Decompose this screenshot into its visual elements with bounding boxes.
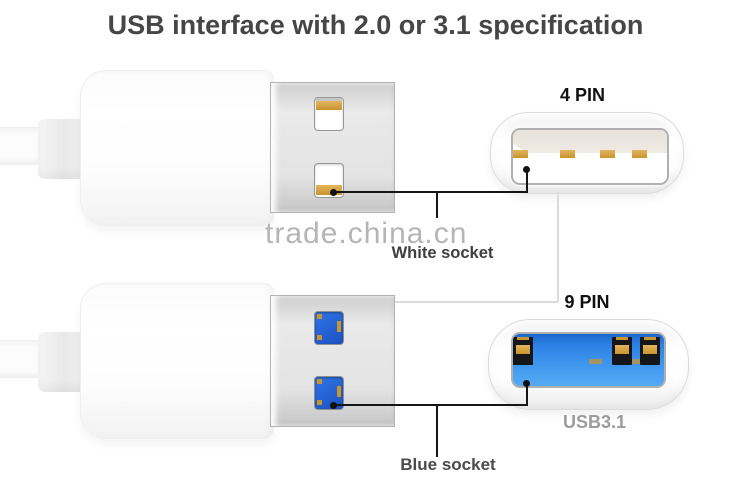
nine-pin-gold-pad	[589, 359, 602, 364]
usb2-cable	[0, 127, 44, 165]
watermark-text: trade.china.cn	[265, 217, 468, 250]
blue-socket-callout-line-branch	[436, 404, 438, 457]
blue-socket-callout-line-to-socket	[526, 383, 528, 406]
nine-pin-contact-module	[513, 337, 533, 365]
usb31-spec-label: USB3.1	[562, 412, 627, 432]
nine-pin-socket-opening	[511, 332, 666, 388]
four-pin-gold-contact	[513, 150, 528, 158]
faint-leader-line-vertical	[557, 192, 559, 302]
usb2-strain-relief	[38, 119, 86, 179]
four-pin-gold-contact	[600, 150, 615, 158]
faint-leader-line-horizontal	[335, 301, 558, 303]
usb2-plug-body	[80, 70, 274, 226]
page-title: USB interface with 2.0 or 3.1 specificat…	[107, 10, 644, 40]
white-socket-callout-dot-plug	[330, 189, 337, 196]
blue-socket-callout-dot-socket	[523, 380, 530, 387]
nine-pin-contact-module	[612, 337, 632, 365]
nine-pin-gold-pad	[627, 359, 640, 364]
four-pin-label: 4 PIN	[559, 85, 606, 105]
four-pin-socket-opening	[511, 128, 669, 185]
white-socket-label: White socket	[391, 244, 494, 262]
blue-socket-callout-line-horizontal	[333, 404, 528, 406]
usb2-contact-window-top	[314, 97, 344, 131]
white-socket-callout-line-branch	[436, 191, 438, 218]
usb31-strain-relief	[38, 332, 86, 392]
usb31-plug-body	[80, 283, 274, 439]
white-socket-callout-line-to-socket	[526, 170, 528, 192]
four-pin-gold-contact	[632, 150, 647, 158]
four-pin-socket-inner-shadow	[513, 130, 667, 153]
usb31-contact-window-top	[314, 311, 344, 345]
white-socket-callout-dot-socket	[523, 166, 530, 173]
white-socket-callout-line-horizontal	[333, 191, 528, 193]
four-pin-gold-contact	[560, 150, 575, 158]
blue-socket-label: Blue socket	[400, 455, 496, 474]
usb31-cable	[0, 340, 44, 378]
nine-pin-label: 9 PIN	[564, 292, 610, 312]
blue-socket-callout-dot-plug	[330, 402, 337, 409]
nine-pin-contact-module	[640, 337, 660, 365]
